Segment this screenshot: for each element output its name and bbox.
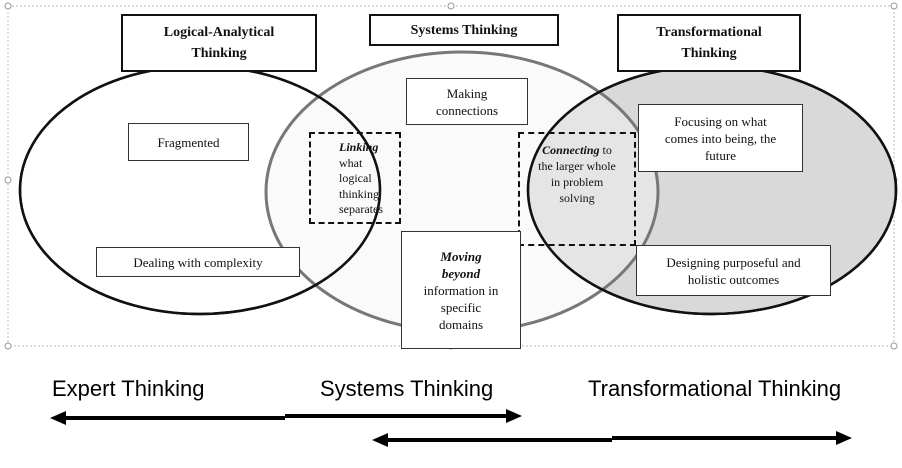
- linking-line-1: what: [339, 155, 363, 170]
- connections-line-1: Making: [446, 85, 488, 101]
- expert-thinking-label: Expert Thinking: [52, 376, 205, 401]
- focusing-box: Focusing on what comes into being, the f…: [638, 104, 803, 172]
- systems-thinking-label: Systems Thinking: [320, 376, 494, 401]
- logical-title-line-2: Thinking: [191, 46, 247, 61]
- connecting-emphasis: Connecting: [542, 143, 600, 157]
- moving-line-1: information in: [423, 282, 499, 298]
- expert-to-systems-arrow: [50, 409, 522, 425]
- linking-line-3: thinking: [339, 186, 380, 201]
- connecting-box: Connecting to the larger whole in proble…: [518, 132, 636, 246]
- moving-emphasis-1: Moving: [440, 248, 482, 264]
- linking-box: Linking what logical thinking separates: [309, 132, 401, 224]
- focusing-line-2: comes into being, the: [664, 130, 777, 146]
- moving-line-2: specific: [440, 299, 482, 315]
- systems-to-transformational-arrow: [372, 431, 852, 447]
- connecting-line-1: the larger whole: [538, 159, 616, 173]
- connecting-line-2: in problem: [550, 175, 604, 189]
- designing-line-1: Designing purposeful and: [666, 254, 801, 270]
- connecting-line-3: solving: [559, 191, 595, 205]
- connecting-to: to: [599, 143, 612, 157]
- complexity-text: Dealing with complexity: [133, 254, 263, 270]
- making-connections-box: Making connections: [406, 78, 528, 125]
- transformational-thinking-label: Transformational Thinking: [588, 376, 842, 401]
- dealing-with-complexity-box: Dealing with complexity: [96, 247, 300, 277]
- systems-title-text: Systems Thinking: [410, 22, 518, 38]
- linking-line-4: separates: [339, 202, 383, 216]
- designing-line-2: holistic outcomes: [687, 271, 780, 287]
- transformational-title-line-2: Thinking: [681, 46, 737, 61]
- focusing-line-3: future: [704, 147, 737, 163]
- designing-box: Designing purposeful and holistic outcom…: [636, 245, 831, 296]
- moving-emphasis-2: beyond: [441, 265, 481, 281]
- linking-emphasis: Linking: [339, 140, 379, 154]
- connections-line-2: connections: [435, 102, 499, 118]
- fragmented-text: Fragmented: [157, 134, 220, 150]
- fragmented-box: Fragmented: [128, 123, 249, 161]
- moving-beyond-box: Moving beyond information in specific do…: [401, 231, 521, 349]
- linking-line-2: logical: [339, 171, 372, 185]
- transformational-title-line-1: Transformational: [656, 25, 762, 40]
- moving-line-3: domains: [438, 316, 484, 332]
- transformational-title: Transformational Thinking: [617, 14, 801, 72]
- systems-thinking-title: Systems Thinking: [369, 14, 559, 46]
- focusing-line-1: Focusing on what: [674, 113, 767, 129]
- logical-analytical-title: Logical-Analytical Thinking: [121, 14, 317, 72]
- logical-title-line-1: Logical-Analytical: [163, 25, 275, 40]
